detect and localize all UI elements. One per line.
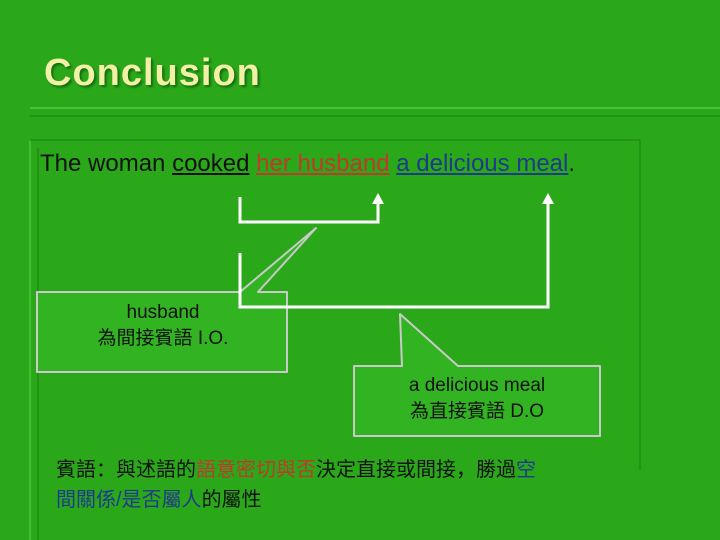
sentence-verb: cooked [172,150,250,177]
note-part-4: 空 [516,459,536,481]
sentence-suffix: . [568,150,576,177]
io-arrow [238,193,384,224]
callout-do-line2: 為直接賓語 D.O [409,401,545,422]
callout-io-shape [36,227,317,373]
callout-do-line1: a delicious meal [408,375,546,396]
callout-io-text: husband 為間接賓語 I.O. [48,300,278,352]
explanation-note: 賓語：與述語的語意密切與否決定直接或間接，勝過空間關係/是否屬人的屬性 [56,455,656,515]
note-part-1: 賓語：與述語的 [56,459,196,481]
example-sentence: The woman cooked her husband a delicious… [40,150,575,178]
callout-do-shape [353,313,601,437]
slide-title: Conclusion [44,52,261,94]
note-part-2: 語意密切與否 [196,459,316,481]
note-part-5: 間關係 [56,489,116,511]
do-arrow [238,193,554,309]
note-part-3: 決定直接或間接，勝過 [316,459,516,481]
note-part-6: /是否 [116,489,162,511]
callout-io-line1: husband [126,302,200,323]
note-part-7: 屬人 [161,489,202,511]
sentence-prefix: The woman [40,150,173,177]
callout-do-text: a delicious meal 為直接賓語 D.O [360,373,594,425]
sentence-direct-object: a delicious meal [396,150,569,177]
sentence-indirect-object: her husband [256,150,390,177]
callout-io-line2: 為間接賓語 I.O. [97,328,229,349]
note-part-8: 的屬性 [201,489,262,511]
